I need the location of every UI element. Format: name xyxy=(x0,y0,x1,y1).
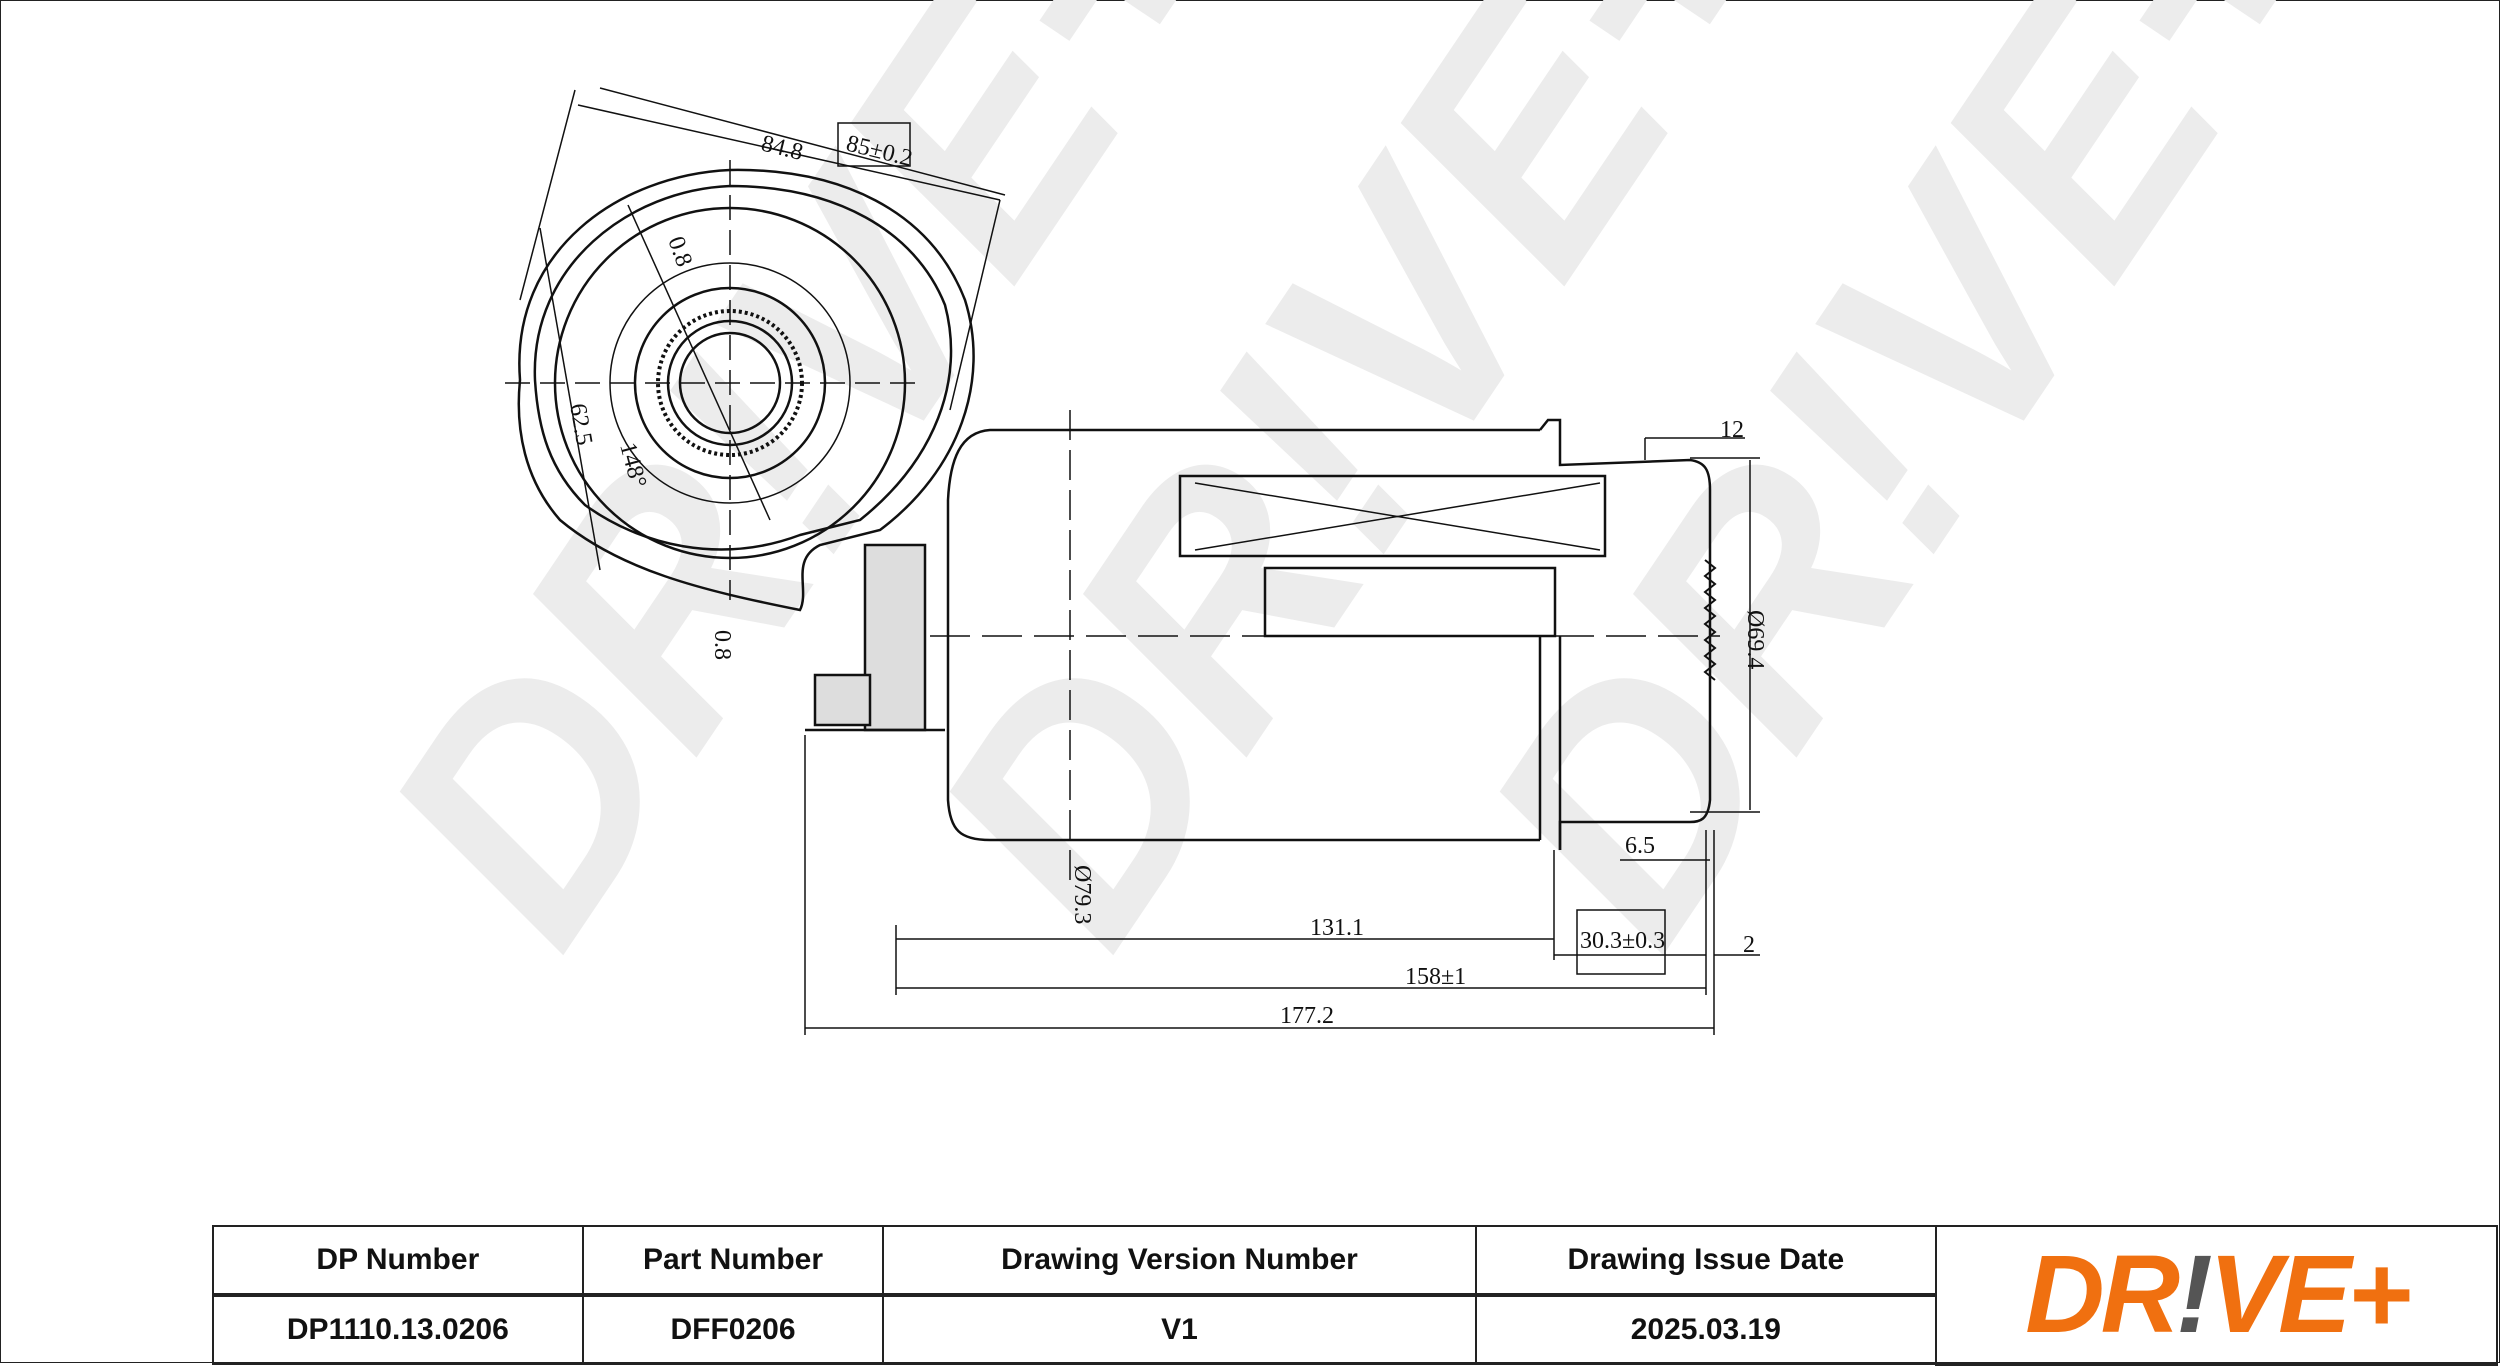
drive-logo: DR!VE+ xyxy=(2025,1232,2412,1356)
svg-text:30.3±0.3: 30.3±0.3 xyxy=(1580,928,1665,954)
header-drawing-version: Drawing Version Number xyxy=(882,1225,1477,1297)
svg-text:131.1: 131.1 xyxy=(1310,915,1364,941)
header-part-number: Part Number xyxy=(581,1225,885,1297)
svg-text:Ø69.4: Ø69.4 xyxy=(1742,610,1768,669)
svg-text:177.2: 177.2 xyxy=(1280,1003,1334,1029)
watermark: DR!VE+ DR!VE+ DR!VE+ xyxy=(312,0,2400,999)
header-dp-number: DP Number xyxy=(212,1225,584,1297)
dp-number-value: DP1110.13.0206 xyxy=(212,1294,584,1365)
side-view xyxy=(804,410,1760,1035)
svg-text:6.5: 6.5 xyxy=(1625,833,1655,859)
title-block: DP Number Part Number Drawing Version Nu… xyxy=(212,1225,2498,1366)
svg-text:12: 12 xyxy=(1720,417,1744,443)
svg-text:2: 2 xyxy=(1743,932,1755,958)
svg-text:0.8: 0.8 xyxy=(709,630,735,660)
top-view xyxy=(505,87,1006,612)
side-view-dimensions: 12 Ø69.4 6.5 Ø79.3 131.1 30.3±0.3 2 158±… xyxy=(1069,417,1768,1029)
svg-text:158±1: 158±1 xyxy=(1405,964,1466,990)
brand-logo-cell: DR!VE+ xyxy=(1935,1225,2498,1366)
drawing-version-value: V1 xyxy=(882,1294,1477,1365)
issue-date-value: 2025.03.19 xyxy=(1474,1294,1938,1365)
svg-text:Ø79.3: Ø79.3 xyxy=(1069,865,1095,924)
header-issue-date: Drawing Issue Date xyxy=(1474,1225,1938,1297)
part-number-value: DFF0206 xyxy=(581,1294,885,1365)
